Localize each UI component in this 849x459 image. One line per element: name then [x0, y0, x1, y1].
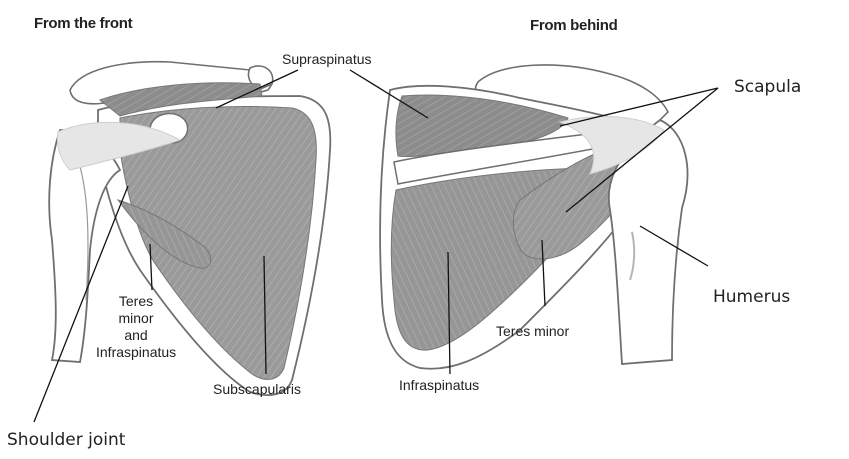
front-view-heading: From the front — [34, 15, 132, 32]
subscapularis-label: Subscapularis — [213, 381, 301, 397]
teres-minor-front-line-2: minor — [96, 310, 176, 327]
shoulder-joint-label: Shoulder joint — [7, 430, 125, 450]
supraspinatus-label: Supraspinatus — [282, 51, 372, 67]
teres-minor-back-label: Teres minor — [496, 323, 569, 339]
teres-minor-front-line-3: and — [96, 327, 176, 344]
teres-minor-front-line-1: Teres — [96, 293, 176, 310]
teres-minor-infraspinatus-label: Teres minor and Infraspinatus — [96, 293, 176, 361]
teres-minor-front-line-4: Infraspinatus — [96, 344, 176, 361]
scapula-label: Scapula — [734, 77, 801, 97]
infraspinatus-label: Infraspinatus — [399, 377, 479, 393]
front-view — [49, 62, 330, 395]
back-view-heading: From behind — [530, 17, 618, 34]
humerus-label: Humerus — [713, 287, 790, 307]
